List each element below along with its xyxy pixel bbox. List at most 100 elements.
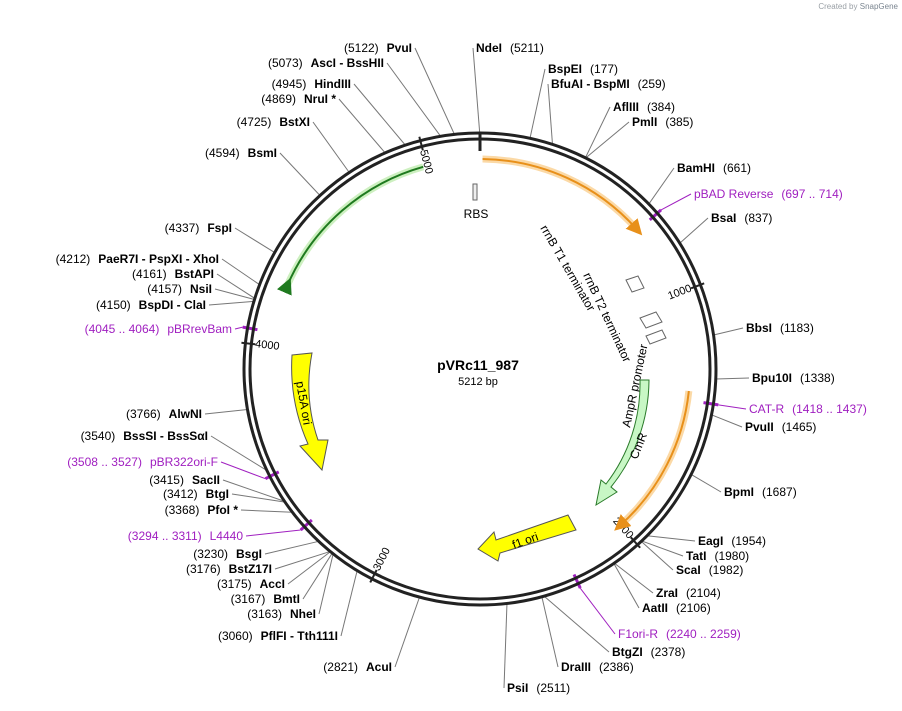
enzyme-label: TatI(1980) bbox=[686, 549, 749, 563]
pBAD-region-glow bbox=[482, 155, 640, 232]
enzyme-position: (3540) bbox=[81, 429, 116, 443]
enzyme-label: (4161) BstAPI bbox=[132, 267, 214, 281]
enzyme-name: BstAPI bbox=[175, 267, 214, 281]
enzyme-label: PmlI (385) bbox=[632, 115, 693, 129]
enzyme-position: (2386) bbox=[599, 660, 634, 674]
f1-ori-label: f1 ori bbox=[510, 530, 540, 552]
enzyme-leader bbox=[543, 595, 610, 653]
enzyme-label: EagI(1954) bbox=[698, 534, 766, 548]
tick-mark bbox=[241, 341, 256, 346]
enzyme-leader bbox=[208, 300, 254, 306]
enzyme-position: (3176) bbox=[186, 562, 221, 576]
enzyme-name: NheI bbox=[290, 607, 316, 621]
enzyme-leader bbox=[541, 596, 559, 668]
enzyme-label: (2821)AcuI bbox=[323, 660, 392, 674]
enzyme-name: PvuI bbox=[387, 41, 412, 55]
enzyme-position: (2378) bbox=[651, 645, 686, 659]
enzyme-label: (3060)PflFI - Tth111I bbox=[218, 629, 338, 643]
enzyme-name: DraIII bbox=[561, 660, 591, 674]
enzyme-name: AccI bbox=[260, 577, 285, 591]
rrnb-t1-terminator: rrnB T1 terminator bbox=[537, 223, 645, 314]
enzyme-name: BmtI bbox=[273, 592, 300, 606]
enzyme-leader bbox=[214, 288, 255, 300]
enzyme-position: (1954) bbox=[731, 534, 766, 548]
enzyme-position: (1687) bbox=[762, 485, 797, 499]
enzyme-leader bbox=[641, 540, 684, 557]
enzyme-name: BssSI - BssSαI bbox=[123, 429, 208, 443]
enzyme-label: (3415)SacII bbox=[149, 473, 220, 487]
enzyme-leader bbox=[690, 473, 722, 493]
enzyme-name: BfuAI - BspMI bbox=[551, 77, 630, 91]
enzyme-name: BamHI bbox=[677, 161, 715, 175]
enzyme-name: PmlI bbox=[632, 115, 657, 129]
enzyme-label: BbsI(1183) bbox=[746, 321, 814, 335]
plasmid-size: 5212 bp bbox=[458, 376, 498, 388]
enzyme-position: (3230) bbox=[193, 547, 228, 561]
enzyme-position: (4945) bbox=[272, 77, 307, 91]
enzyme-position: (3415) bbox=[149, 473, 184, 487]
enzyme-leader bbox=[585, 121, 630, 159]
primer-range: (4045 .. 4064) bbox=[85, 322, 160, 336]
primer-label: CAT-R(1418 .. 1437) bbox=[749, 402, 867, 416]
credit-prefix: Created by bbox=[818, 2, 858, 11]
enzyme-name: PvuII bbox=[745, 420, 774, 434]
primer-label: (4045 .. 4064)pBRrevBam bbox=[85, 322, 232, 336]
enzyme-label: Bpu10I(1338) bbox=[752, 371, 835, 385]
cmr-feature: CmR bbox=[595, 379, 650, 507]
enzyme-label: PsiI(2511) bbox=[507, 681, 570, 695]
primer-leader bbox=[245, 529, 301, 537]
enzyme-position: (5073) bbox=[268, 56, 303, 70]
enzyme-leader bbox=[234, 227, 275, 253]
enzyme-name: ZraI bbox=[656, 586, 678, 600]
enzyme-position: (4150) bbox=[96, 298, 131, 312]
enzyme-label: BsaI (837) bbox=[711, 211, 772, 225]
enzyme-leader bbox=[216, 273, 256, 299]
enzyme-position: (259) bbox=[638, 77, 666, 91]
enzyme-leader bbox=[529, 68, 546, 139]
enzyme-position: (5122) bbox=[344, 41, 379, 55]
enzyme-name: AlwNI bbox=[169, 407, 202, 421]
enzyme-label: (4337)FspI bbox=[165, 221, 232, 235]
primer-label: F1ori-R(2240 .. 2259) bbox=[618, 627, 741, 641]
enzyme-name: NruI * bbox=[304, 92, 336, 106]
enzyme-name: HindIII bbox=[314, 77, 351, 91]
enzyme-label: (3167)BmtI bbox=[231, 592, 300, 606]
enzyme-position: (2104) bbox=[686, 586, 721, 600]
primer-name: pBAD Reverse bbox=[694, 187, 774, 201]
enzyme-label: (3163)NheI bbox=[247, 607, 316, 621]
enzyme-label: DraIII (2386) bbox=[561, 660, 634, 674]
plasmid-title: pVRc11_987 5212 bp bbox=[437, 357, 519, 388]
enzyme-leader bbox=[713, 327, 744, 336]
enzyme-label: (3230)BsgI bbox=[193, 547, 262, 561]
enzyme-label: (4212)PaeR7I - PspXI - XhoI bbox=[56, 252, 219, 266]
enzyme-leader bbox=[613, 562, 654, 594]
enzyme-position: (837) bbox=[744, 211, 772, 225]
enzyme-label: BtgZI(2378) bbox=[612, 645, 685, 659]
enzyme-label: BfuAI - BspMI (259) bbox=[551, 77, 666, 91]
enzyme-leader bbox=[302, 552, 333, 600]
enzyme-position: (4161) bbox=[132, 267, 167, 281]
enzyme-leader bbox=[613, 563, 640, 609]
enzyme-name: BpmI bbox=[724, 485, 754, 499]
enzyme-label: (3175)AccI bbox=[217, 577, 285, 591]
primer-range: (3294 .. 3311) bbox=[128, 529, 202, 543]
primer-site bbox=[299, 518, 313, 532]
tick-label: 1000 bbox=[666, 282, 693, 302]
enzyme-name: AscI - BssHII bbox=[311, 56, 384, 70]
primer-name: CAT-R bbox=[749, 402, 784, 416]
enzyme-leader bbox=[340, 570, 358, 637]
enzyme-name: NdeI bbox=[476, 41, 502, 55]
enzyme-leader bbox=[312, 121, 350, 173]
primer-range: (2240 .. 2259) bbox=[666, 627, 741, 641]
enzyme-label: BspEI(177) bbox=[548, 62, 618, 76]
credit-brand: SnapGene bbox=[859, 2, 898, 11]
tick-mark bbox=[690, 282, 705, 290]
enzyme-position: (385) bbox=[665, 115, 693, 129]
enzyme-leader bbox=[640, 540, 674, 571]
enzyme-position: (5211) bbox=[510, 41, 544, 55]
enzyme-name: BsaI bbox=[711, 211, 736, 225]
primer-site bbox=[242, 325, 258, 332]
rrnb-t2-label: rrnB T2 terminator bbox=[580, 270, 634, 364]
rbs-label: RBS bbox=[464, 207, 489, 221]
enzyme-leader bbox=[279, 152, 321, 196]
